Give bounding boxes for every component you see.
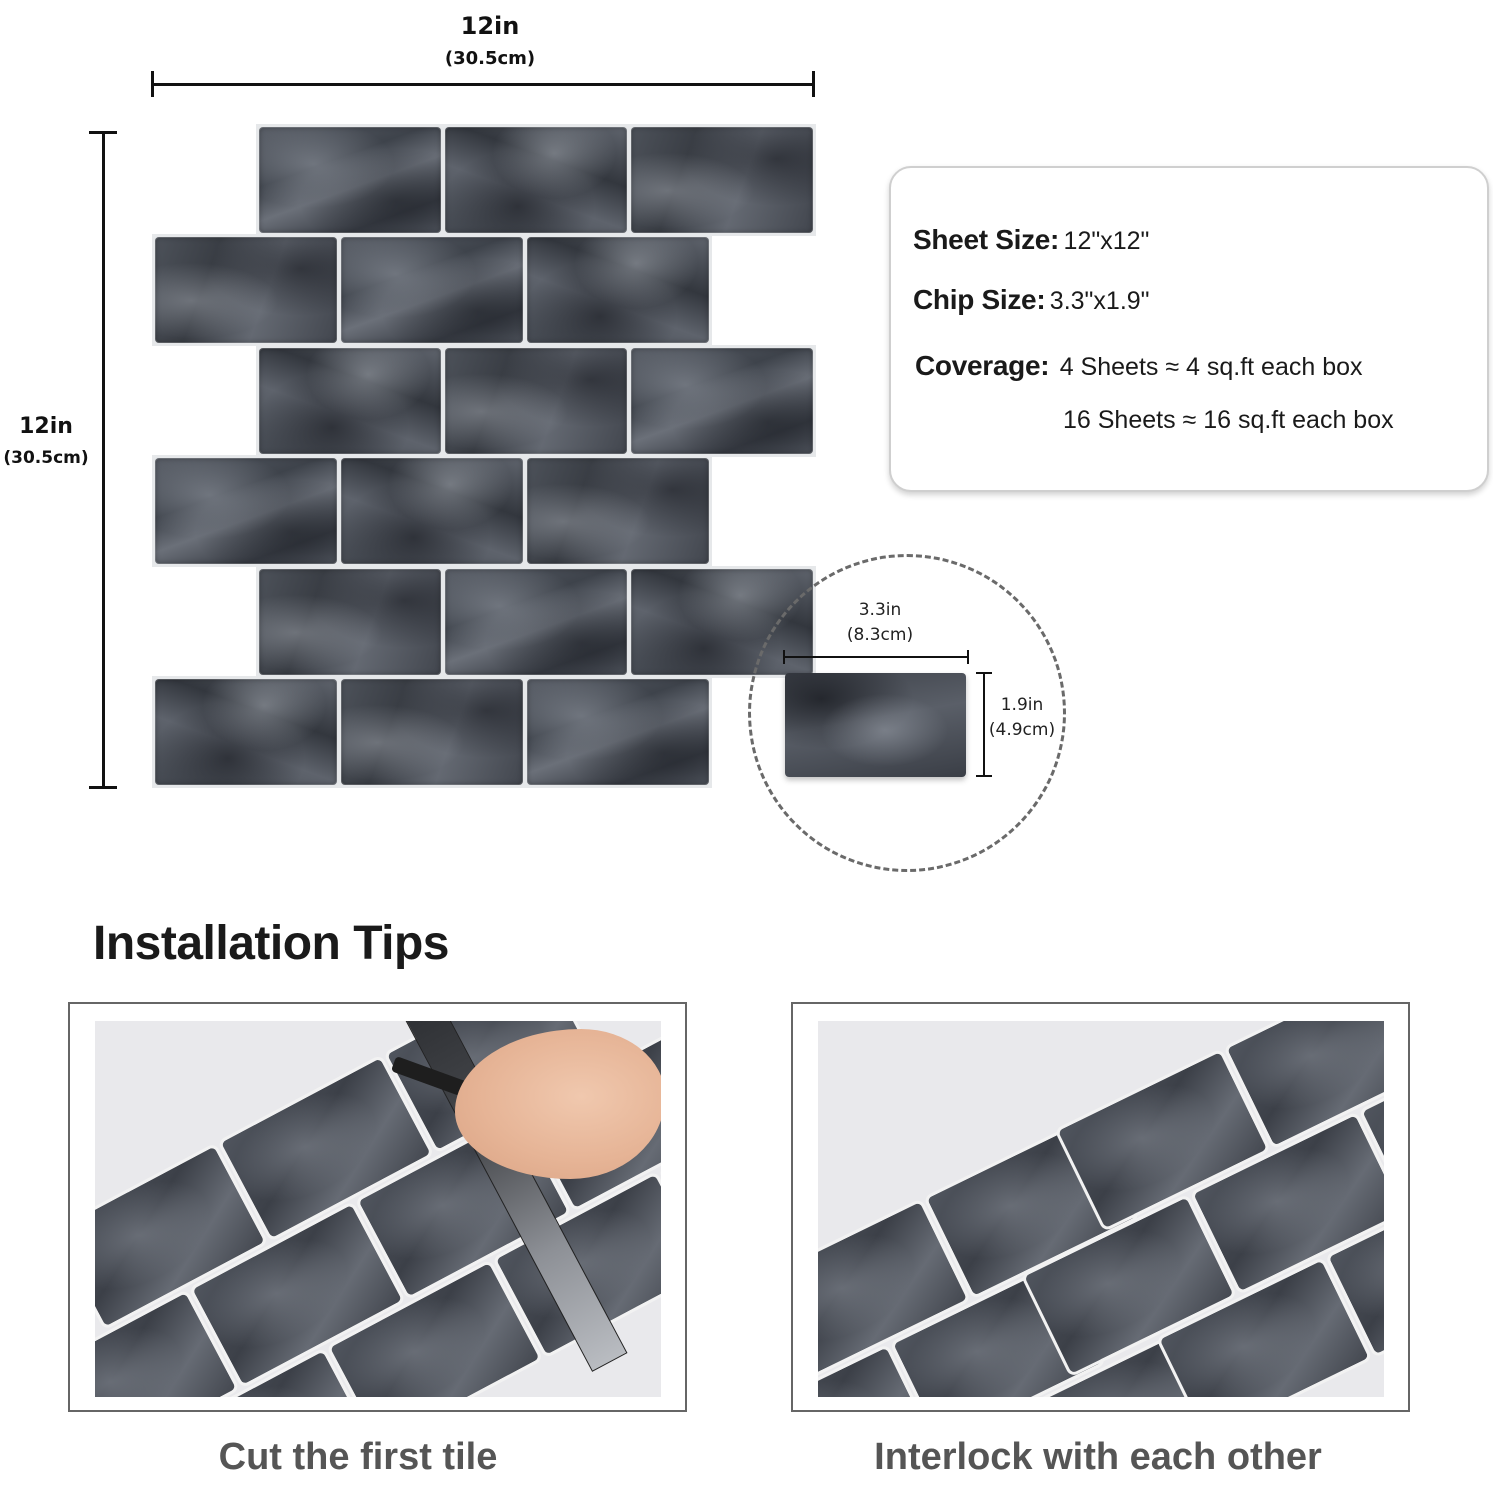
marble-tile — [631, 348, 813, 454]
marble-tile — [527, 679, 709, 785]
ruler-cap-icon — [812, 71, 815, 97]
sheet-size-label: Sheet Size: — [913, 224, 1060, 255]
height-ruler-line — [102, 132, 105, 788]
sheet-size-value: 12"x12" — [1063, 227, 1150, 255]
chip-width-label: 3.3in (8.3cm) — [820, 598, 940, 648]
tile-sheet-image — [152, 124, 816, 790]
chip-height-imperial: 1.9in — [1000, 695, 1044, 715]
cut-tile-photo — [95, 1021, 661, 1397]
tile-row — [256, 345, 816, 457]
tile-row — [152, 676, 712, 788]
tile-row — [256, 124, 816, 236]
step-2-caption: Interlock with each other — [874, 1436, 1322, 1478]
ruler-cap-icon — [976, 775, 992, 777]
interlock-photo-frame — [791, 1002, 1410, 1412]
marble-tile — [341, 237, 523, 343]
coverage-line-2: 16 Sheets ≈ 16 sq.ft each box — [1063, 406, 1394, 434]
hand-icon — [455, 1029, 661, 1179]
interlock-photo — [818, 1021, 1384, 1397]
marble-tile — [445, 348, 627, 454]
coverage-spec-2: 16 Sheets ≈ 16 sq.ft each box — [1063, 406, 1394, 435]
chip-width-imperial: 3.3in — [858, 600, 902, 620]
marble-tile — [341, 458, 523, 564]
single-chip-tile — [785, 673, 966, 777]
sheet-width-imperial: 12in — [460, 12, 520, 40]
marble-tile — [259, 348, 441, 454]
cut-tile-photo-frame — [68, 1002, 687, 1412]
chip-size-label: Chip Size: — [913, 284, 1046, 315]
sheet-width-metric: (30.5cm) — [444, 48, 536, 69]
coverage-spec: Coverage: 4 Sheets ≈ 4 sq.ft each box — [915, 350, 1363, 382]
chip-detail-circle — [748, 554, 1066, 872]
tile-row — [256, 566, 816, 678]
chip-height-ruler — [983, 672, 985, 777]
spec-card: Sheet Size: 12"x12" Chip Size: 3.3"x1.9"… — [889, 166, 1489, 492]
tile-row — [152, 234, 712, 346]
marble-tile — [445, 127, 627, 233]
chip-height-label: 1.9in (4.9cm) — [984, 693, 1060, 743]
installation-tips-heading: Installation Tips — [93, 917, 450, 970]
marble-tile — [259, 569, 441, 675]
coverage-label: Coverage: — [915, 350, 1050, 381]
sheet-height-imperial: 12in — [19, 414, 73, 439]
marble-tile — [259, 127, 441, 233]
marble-tile — [155, 458, 337, 564]
marble-tile — [527, 458, 709, 564]
ruler-cap-icon — [967, 650, 969, 664]
marble-tile — [445, 569, 627, 675]
chip-size-value: 3.3"x1.9" — [1049, 287, 1150, 315]
ruler-cap-icon — [89, 786, 117, 789]
marble-tile — [341, 679, 523, 785]
chip-height-metric: (4.9cm) — [988, 720, 1056, 740]
marble-tile — [155, 237, 337, 343]
width-ruler-line — [152, 83, 814, 86]
chip-width-ruler — [784, 656, 969, 658]
marble-tile — [527, 237, 709, 343]
marble-tile — [631, 127, 813, 233]
step-1-caption: Cut the first tile — [218, 1436, 498, 1478]
marble-tile — [155, 679, 337, 785]
chip-width-metric: (8.3cm) — [846, 625, 914, 645]
sheet-size-spec: Sheet Size: 12"x12" — [913, 224, 1149, 256]
sheet-height-metric: (30.5cm) — [3, 448, 89, 468]
tile-row — [152, 455, 712, 567]
chip-size-spec: Chip Size: 3.3"x1.9" — [913, 284, 1150, 316]
coverage-line-1: 4 Sheets ≈ 4 sq.ft each box — [1059, 353, 1363, 381]
